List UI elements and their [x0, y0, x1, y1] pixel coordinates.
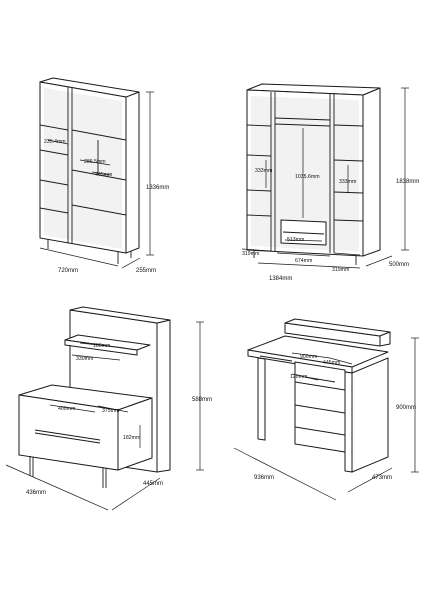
wardrobe-left-width-label: 319mm — [242, 251, 259, 257]
desk-drawer-handle — [259, 355, 293, 362]
bookcase-shelf-width-label: 286.5mm — [84, 159, 106, 165]
bookcase-height-label: 1336mm — [146, 185, 169, 191]
wardrobe-left-shelf-label: 333mm — [255, 168, 272, 174]
desk-left-leg — [257, 357, 266, 441]
wardrobe-drawer — [280, 219, 327, 246]
bookcase-depth-dimension — [121, 257, 141, 269]
wardrobe-right-shelf-label: 333mm — [339, 179, 356, 185]
desk-depth-dimension — [347, 467, 393, 493]
nightstand-width-label: 436mm — [26, 490, 46, 496]
nightstand-drawer-depth-label: 375mm — [102, 408, 119, 414]
desk-drawer-height-label: 120mm — [290, 374, 307, 380]
bookcase-front — [39, 81, 127, 254]
nightstand-depth-dimension — [111, 477, 161, 511]
nightstand-drawer-height-label: 182mm — [123, 435, 140, 441]
desk-height-label: 900mm — [396, 405, 416, 411]
desk-width-dimension — [233, 447, 337, 501]
wardrobe-width-label: 1384mm — [269, 276, 292, 282]
nightstand-drawer-width-label: 400mm — [58, 406, 75, 412]
bookcase-inner-depth-label: 445mm — [95, 172, 112, 178]
desk-side-panel — [351, 357, 389, 473]
wardrobe-side-panel — [362, 87, 381, 257]
wardrobe-right-width-label: 319mm — [332, 267, 349, 273]
wardrobe-drawer-width-label: 513mm — [287, 237, 304, 243]
wardrobe-center-width-label: 674mm — [295, 258, 312, 264]
nightstand-shelf-width-label: 330mm — [76, 356, 93, 362]
wardrobe-depth-label: 500mm — [389, 262, 409, 268]
bookcase-depth-label: 255mm — [136, 268, 156, 274]
bookcase-width-label: 720mm — [58, 268, 78, 274]
bookcase-width-dimension — [39, 247, 119, 267]
desk-shelf-depth-label: 445mm — [323, 360, 340, 366]
wardrobe-width-dimension — [257, 262, 361, 269]
wardrobe-height-label: 1838mm — [396, 179, 419, 185]
nightstand-figure: 588mm 436mm 445mm 100mm 330mm 400mm 375m… — [5, 306, 212, 511]
desk-width-label: 936mm — [254, 475, 274, 481]
bookcase-figure: 1336mm 720mm 255mm 235.4mm 286.5mm 445mm — [39, 77, 169, 274]
nightstand-width-dimension — [5, 464, 109, 511]
nightstand-depth-label: 445mm — [143, 481, 163, 487]
bookcase-shelf-height-label: 235.4mm — [44, 139, 66, 145]
desk-shelf-width-label: 900mm — [300, 354, 317, 360]
bookcase-side-panel — [125, 91, 140, 254]
nightstand-shelf-depth-label: 100mm — [93, 343, 110, 349]
nightstand-handle — [34, 429, 101, 441]
wardrobe-figure: 1838mm 1384mm 500mm 1035.6mm 333mm 333mm… — [241, 83, 419, 282]
wardrobe-depth-dimension — [365, 255, 393, 267]
nightstand-height-label: 588mm — [192, 397, 212, 403]
wardrobe-hanging-height-label: 1035.6mm — [295, 174, 320, 180]
desk-depth-label: 473mm — [372, 475, 392, 481]
desk-figure: 900mm 936mm 473mm 900mm 445mm 120mm — [233, 318, 419, 501]
